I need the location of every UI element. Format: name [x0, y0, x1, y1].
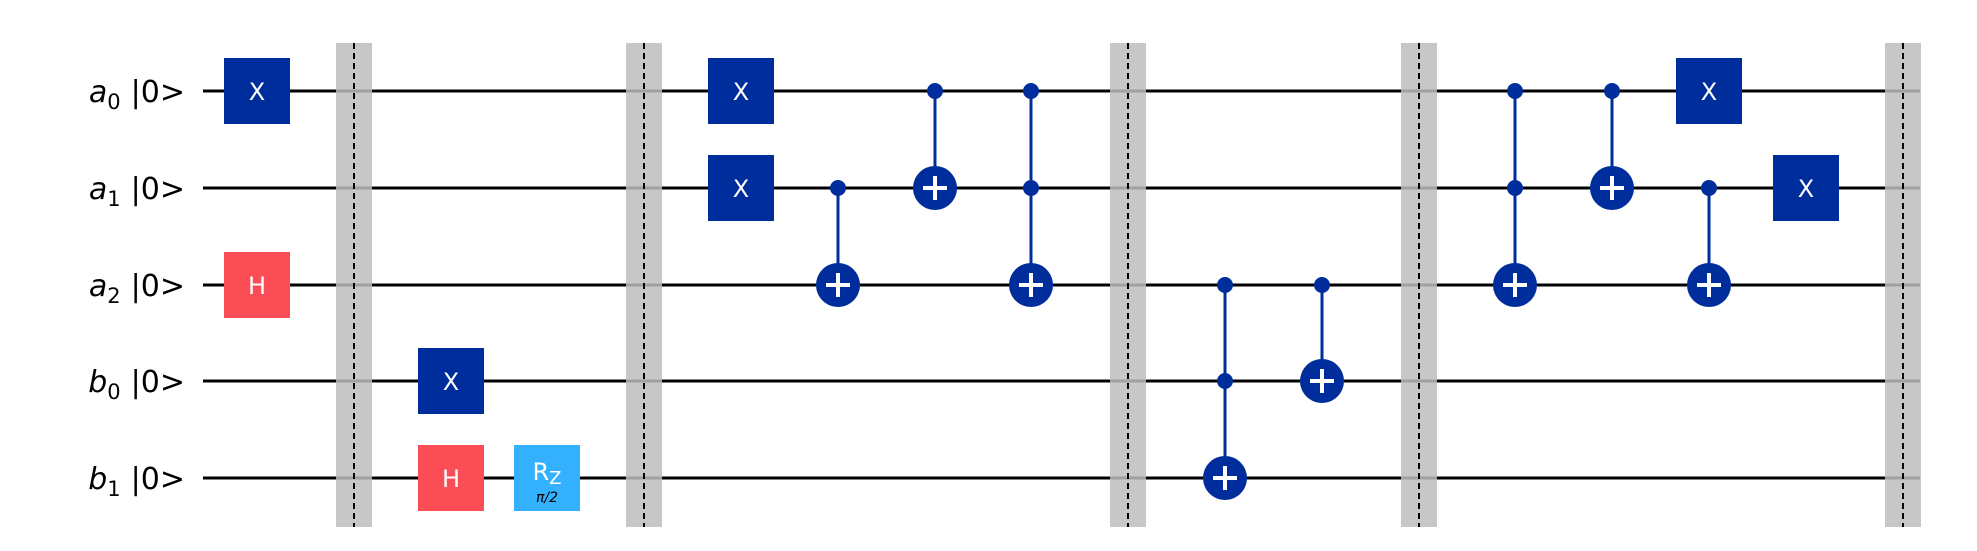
- qubit-index: 0: [107, 90, 120, 114]
- gate-label-main: R: [532, 458, 549, 486]
- x-gate: X: [418, 348, 484, 414]
- qubit-index: 0: [107, 380, 120, 404]
- cnot-gate: [1590, 83, 1634, 210]
- control-dot: [927, 83, 943, 99]
- qubit-initial-state: |0>: [131, 269, 185, 304]
- control-dot: [1217, 277, 1233, 293]
- gate-box: [224, 58, 290, 124]
- x-gate: X: [1676, 58, 1742, 124]
- qubit-initial-state: |0>: [131, 462, 185, 497]
- h-gate: H: [224, 252, 290, 318]
- barrier: [1401, 43, 1437, 527]
- gate-box: [708, 155, 774, 221]
- gate-box: [708, 58, 774, 124]
- qubit-index: 1: [107, 187, 120, 211]
- x-gate: X: [1773, 155, 1839, 221]
- gate-label: X: [1701, 78, 1717, 106]
- gate-operations: X H X H RZπ/2 X X X X: [224, 58, 1839, 511]
- gate-box: [1773, 155, 1839, 221]
- gate-box: [514, 445, 580, 511]
- qubit-register-letter: b: [88, 462, 107, 497]
- control-dot: [1507, 83, 1523, 99]
- gate-label: X: [733, 175, 749, 203]
- gate-parameter: π/2: [536, 490, 558, 506]
- qubit-initial-state: |0>: [131, 172, 185, 207]
- gate-box: [418, 348, 484, 414]
- qubit-label: a0 |0>: [89, 75, 185, 114]
- x-gate: X: [708, 155, 774, 221]
- h-gate: H: [418, 445, 484, 511]
- gate-label: H: [442, 465, 460, 493]
- barrier: [336, 43, 372, 527]
- rz-gate: RZπ/2: [514, 445, 580, 511]
- qubit-index: 2: [107, 284, 120, 308]
- control-dot: [1023, 83, 1039, 99]
- qubit-initial-state: |0>: [131, 365, 185, 400]
- qubit-label: b1 |0>: [88, 462, 185, 501]
- gate-label-subscript: Z: [549, 468, 561, 489]
- cnot-gate: [1687, 180, 1731, 307]
- control-dot: [1314, 277, 1330, 293]
- gate-label: X: [249, 78, 265, 106]
- x-gate: X: [708, 58, 774, 124]
- qubit-index: 1: [107, 477, 120, 501]
- qubit-register-letter: a: [89, 75, 107, 110]
- gate-label: H: [248, 272, 266, 300]
- barrier: [1110, 43, 1146, 527]
- control-dot: [1701, 180, 1717, 196]
- qubit-label: a1 |0>: [89, 172, 185, 211]
- cnot-gate: [816, 180, 860, 307]
- control-dot: [1604, 83, 1620, 99]
- barriers: [336, 43, 1921, 527]
- barrier: [1885, 43, 1921, 527]
- cnot-gate: [1009, 83, 1053, 307]
- qubit-register-letter: a: [89, 269, 107, 304]
- gate-label: RZ: [532, 458, 561, 489]
- qubit-label: b0 |0>: [88, 365, 185, 404]
- qubit-wires: [203, 89, 1920, 480]
- gate-box: [418, 445, 484, 511]
- gate-label: X: [733, 78, 749, 106]
- cnot-gate: [913, 83, 957, 210]
- qubit-labels: a0|0>a1|0>a2|0>b0|0>b1|0>: [88, 75, 185, 501]
- cnot-gate: [1300, 277, 1344, 403]
- gate-label: X: [1798, 175, 1814, 203]
- cnot-gate: [1493, 83, 1537, 307]
- control-dot: [1507, 180, 1523, 196]
- control-dot: [1023, 180, 1039, 196]
- qubit-register-letter: a: [89, 172, 107, 207]
- x-gate: X: [224, 58, 290, 124]
- gate-box: [1676, 58, 1742, 124]
- qubit-register-letter: b: [88, 365, 107, 400]
- qubit-label: a2 |0>: [89, 269, 185, 308]
- qubit-initial-state: |0>: [131, 75, 185, 110]
- cnot-gate: [1203, 277, 1247, 500]
- barrier: [626, 43, 662, 527]
- control-dot: [1217, 373, 1233, 389]
- gate-label: X: [443, 368, 459, 396]
- gate-box: [224, 252, 290, 318]
- control-dot: [830, 180, 846, 196]
